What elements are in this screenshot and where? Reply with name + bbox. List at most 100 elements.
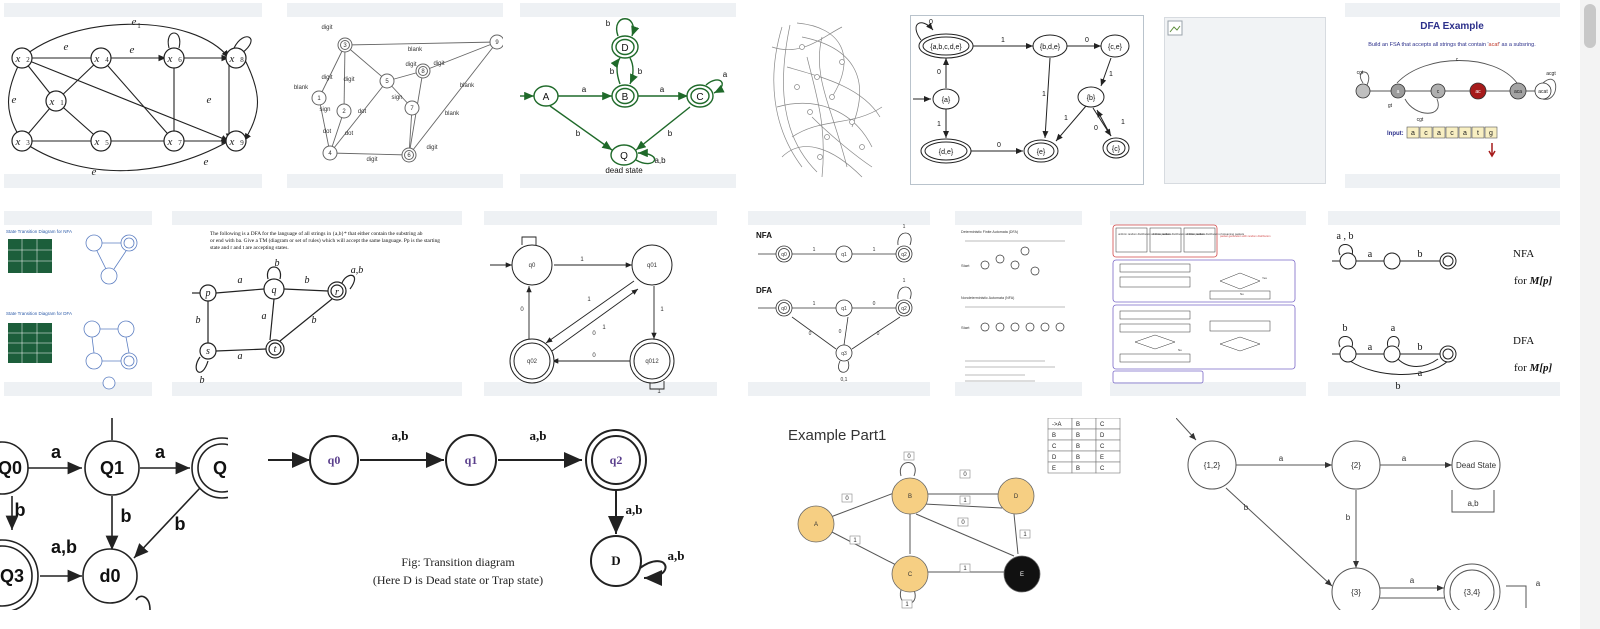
svg-text:1: 1 xyxy=(137,22,141,30)
subset-dfa-diagram: {a,b,c,d,e} {b,d,e} {c,e} {a} {b} {d,e} … xyxy=(913,19,1130,164)
trap-state-transition-diagram: q0 q1 q2 D a,b a,b a,b a,b Fig: Transiti… xyxy=(268,428,684,587)
result-image-5[interactable]: {a,b,c,d,e} {b,d,e} {c,e} {a} {b} {d,e} … xyxy=(910,15,1144,185)
svg-text:e: e xyxy=(64,41,69,53)
svg-text:4: 4 xyxy=(105,56,109,64)
result-image-2[interactable]: 3 1 2 5 8 7 4 6 9 digit blank blank digi… xyxy=(287,3,503,188)
result-image-13[interactable]: uniform random distribution of cross pac… xyxy=(1110,211,1306,396)
svg-text:1: 1 xyxy=(587,297,591,303)
svg-text:0: 0 xyxy=(961,520,965,526)
document-page-thumbnail: Deterministic Finite Automata (DFA) Nond… xyxy=(961,230,1065,382)
tile-top-strip xyxy=(1328,211,1560,225)
result-image-16[interactable]: q0 q1 q2 D a,b a,b a,b a,b Fig: Transiti… xyxy=(248,418,722,610)
state-b xyxy=(615,87,635,105)
svg-text:The following is a DFA for the: The following is a DFA for the language … xyxy=(210,230,423,237)
result-image-8[interactable]: State Transition Diagram for NFA State T… xyxy=(4,211,152,396)
svg-text:NFA: NFA xyxy=(756,231,772,240)
result-image-12[interactable]: Deterministic Finite Automata (DFA) Nond… xyxy=(955,211,1082,396)
table-cell-text: D xyxy=(1052,455,1057,461)
tape-symbol: a xyxy=(1411,130,1415,137)
svg-text:4: 4 xyxy=(328,151,332,157)
tape-symbol: a xyxy=(1437,130,1441,137)
svg-text:q3: q3 xyxy=(841,351,847,357)
svg-text:a: a xyxy=(582,85,587,94)
result-image-1[interactable]: x x x x x x x x x e e e e e e e 1 2 3 4 … xyxy=(4,3,262,188)
tile-top-strip xyxy=(4,3,262,17)
svg-text:dead state: dead state xyxy=(605,166,643,175)
dense-graph-sketch xyxy=(771,22,883,178)
result-image-15[interactable]: Q0 Q1 Q Q3 d0 a a b b b a,b xyxy=(0,418,228,610)
result-image-17[interactable]: Example Part1 A B D C E 0 xyxy=(786,418,1126,610)
result-image-14[interactable]: a , b a b b a a b a b NFA for M[p] DFA f… xyxy=(1328,211,1560,396)
svg-text:blank: blank xyxy=(408,47,423,53)
tile-top-strip xyxy=(172,211,462,225)
node-x6 xyxy=(163,47,185,69)
svg-text:a: a xyxy=(262,311,267,322)
tape-cell xyxy=(1432,126,1446,139)
svg-text:Dead State: Dead State xyxy=(1456,461,1497,470)
tile-top-strip xyxy=(1110,211,1306,225)
result-image-11[interactable]: NFA DFA q0 q1 q2 q0 q1 q2 q3 1 1 1 xyxy=(748,211,930,396)
svg-text:x: x xyxy=(167,53,173,65)
result-image-6-broken[interactable] xyxy=(1164,17,1326,184)
node-x2 xyxy=(11,47,33,69)
tape-cell xyxy=(1458,126,1472,139)
svg-text:DFA: DFA xyxy=(1513,335,1534,347)
svg-text:7: 7 xyxy=(178,139,182,147)
svg-text:b: b xyxy=(1418,249,1423,260)
table-cell-text: ->A xyxy=(1052,422,1062,428)
result-image-3[interactable]: A B C D Q a a b b b a b b a,b dead state xyxy=(520,3,736,188)
result-image-4[interactable] xyxy=(762,17,890,185)
svg-text:a: a xyxy=(1418,368,1423,379)
svg-text:e: e xyxy=(12,94,17,106)
node-x8 xyxy=(225,47,247,69)
svg-text:b: b xyxy=(1396,381,1401,392)
svg-text:1: 1 xyxy=(602,325,606,331)
svg-text:d0: d0 xyxy=(99,566,120,586)
dfa-example-acaf: DFA Example Build an FSA that accepts al… xyxy=(1355,21,1556,158)
result-image-10[interactable]: q0 q01 q02 q012 1 1 1 1 0 0 0 1 xyxy=(484,211,717,396)
svg-text:Q1: Q1 xyxy=(100,458,124,478)
tape-cell xyxy=(1471,126,1485,139)
svg-text:e: e xyxy=(207,94,212,106)
node-x1 xyxy=(45,90,67,112)
svg-text:digit: digit xyxy=(321,25,332,31)
svg-text:{b}: {b} xyxy=(1087,95,1096,102)
svg-text:sign: sign xyxy=(319,107,330,113)
svg-text:b: b xyxy=(121,506,132,526)
svg-text:dot: dot xyxy=(323,129,332,135)
svg-text:c: c xyxy=(1456,57,1459,63)
tile-top-strip xyxy=(4,211,152,225)
node-x4 xyxy=(90,47,112,69)
svg-text:q1: q1 xyxy=(841,252,847,258)
svg-text:D: D xyxy=(611,553,620,568)
result-image-9[interactable]: The following is a DFA for the language … xyxy=(172,211,462,396)
result-image-7[interactable]: DFA Example Build an FSA that accepts al… xyxy=(1345,3,1560,188)
set-states-dfa-dead-state: {1,2} {2} Dead State {3} {3,4} a a b b a… xyxy=(1176,418,1541,610)
svg-text:b: b xyxy=(1346,513,1351,522)
table-cell-text: B xyxy=(1076,433,1080,439)
svg-text:{3,4}: {3,4} xyxy=(1464,588,1481,597)
scrollbar-thumb[interactable] xyxy=(1584,4,1596,48)
svg-text:No: No xyxy=(1240,292,1244,296)
svg-text:0: 0 xyxy=(845,496,849,502)
flowchart-thumbnail: uniform random distribution of cross pac… xyxy=(1112,224,1296,384)
svg-text:p: p xyxy=(205,288,211,299)
svg-text:for M[p]: for M[p] xyxy=(1514,275,1553,287)
svg-text:{a,b,c,d,e}: {a,b,c,d,e} xyxy=(930,44,962,51)
svg-text:digit: digit xyxy=(321,75,332,81)
tile-bottom-strip xyxy=(520,174,736,188)
state-q xyxy=(610,144,638,166)
svg-text:for M[p]: for M[p] xyxy=(1514,362,1553,374)
svg-text:1: 1 xyxy=(937,121,941,128)
result-image-18[interactable]: {1,2} {2} Dead State {3} {3,4} a a b b a… xyxy=(1176,418,1560,610)
svg-text:1: 1 xyxy=(813,247,816,253)
table-cell-text: B xyxy=(1076,466,1080,472)
tile-top-strip xyxy=(1345,3,1560,17)
svg-text:a: a xyxy=(1410,576,1415,585)
page-scrollbar[interactable] xyxy=(1580,0,1600,629)
svg-text:Input:: Input: xyxy=(1387,131,1404,137)
svg-text:or end with ba. Give a TM (di: or end with ba. Give a TM (diagram or se… xyxy=(210,237,440,244)
svg-text:b: b xyxy=(15,500,26,520)
svg-text:1: 1 xyxy=(905,602,909,608)
node-x7 xyxy=(163,130,185,152)
